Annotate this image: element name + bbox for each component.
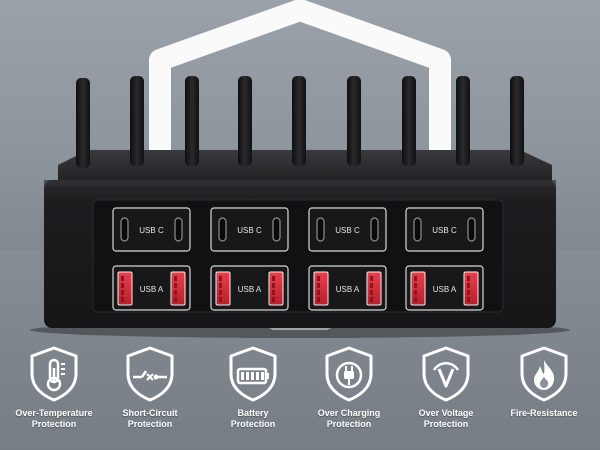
usb-a-pin <box>370 283 373 288</box>
feature-label-line1: Over Voltage <box>418 408 474 418</box>
usb-c-module <box>112 207 191 252</box>
feature-label-line1: Over Charging <box>317 408 381 418</box>
usb-a-pin <box>174 276 177 281</box>
usb-a-label: USB A <box>238 285 262 294</box>
voltage-shield-icon <box>422 346 470 402</box>
usb-c-port <box>370 217 379 242</box>
usb-a-pin <box>317 297 320 302</box>
usb-a-port <box>410 271 426 306</box>
usb-a-pin <box>219 276 222 281</box>
divider-slat <box>292 76 306 166</box>
usb-a-pin <box>370 290 373 295</box>
usb-c-port <box>316 217 325 242</box>
usb-a-port <box>170 271 186 306</box>
usb-a-pin <box>272 297 275 302</box>
usb-c-label: USB C <box>237 226 262 235</box>
usb-c-port <box>120 217 129 242</box>
usb-a-port <box>463 271 479 306</box>
divider-slat <box>238 76 252 166</box>
feature-icons-row: Over-Temperature Protection Short-Circui… <box>0 344 600 450</box>
usb-a-pin <box>121 297 124 302</box>
flame-shield-icon <box>520 346 568 402</box>
usb-c-port <box>218 217 227 242</box>
feature-battery: Battery Protection <box>203 344 303 430</box>
usb-a-port <box>215 271 231 306</box>
usb-c-module <box>210 207 289 252</box>
divider-slat <box>347 76 361 166</box>
feature-short-circuit: Short-Circuit Protection <box>100 344 200 430</box>
usb-a-label: USB A <box>336 285 360 294</box>
circuit-shield-icon <box>126 346 174 402</box>
usb-a-pin <box>219 283 222 288</box>
usb-a-pin <box>414 290 417 295</box>
usb-a-port <box>268 271 284 306</box>
feature-label-line2: Protection <box>423 419 469 429</box>
usb-a-pin <box>272 290 275 295</box>
charging-station: USB C USB A USB C USB A USB C USB A USB C USB A <box>30 76 570 338</box>
usb-c-module <box>308 207 387 252</box>
usb-a-pin <box>317 283 320 288</box>
feature-over-charging: Over Charging Protection <box>299 344 399 430</box>
usb-c-port <box>413 217 422 242</box>
usb-a-pin <box>219 290 222 295</box>
battery-shield-icon <box>229 346 277 402</box>
usb-a-pin <box>317 276 320 281</box>
device-dividers <box>76 76 524 168</box>
usb-a-pin <box>174 290 177 295</box>
feature-label-line1: Fire-Resistance <box>510 408 578 418</box>
usb-a-pin <box>272 283 275 288</box>
feature-label-line2: Protection <box>127 419 173 429</box>
usb-a-port <box>366 271 382 306</box>
usb-a-pin <box>467 297 470 302</box>
usb-a-pin <box>317 290 320 295</box>
divider-slat <box>456 76 470 166</box>
usb-a-pin <box>121 283 124 288</box>
usb-c-label: USB C <box>139 226 164 235</box>
feature-label-line2: Protection <box>31 419 77 429</box>
feature-label-line2: Protection <box>326 419 372 429</box>
divider-slat <box>130 76 144 166</box>
usb-a-pin <box>121 290 124 295</box>
divider-slat <box>402 76 416 166</box>
usb-a-pin <box>370 297 373 302</box>
feature-label-line1: Short-Circuit <box>122 408 178 418</box>
usb-a-pin <box>467 276 470 281</box>
usb-c-port <box>272 217 281 242</box>
usb-a-port <box>117 271 133 306</box>
usb-a-label: USB A <box>140 285 164 294</box>
thermometer-shield-icon <box>30 346 78 402</box>
usb-a-pin <box>414 297 417 302</box>
feature-over-temperature: Over-Temperature Protection <box>4 344 104 430</box>
divider-slat <box>510 76 524 166</box>
usb-a-pin <box>272 276 275 281</box>
usb-c-label: USB C <box>432 226 457 235</box>
feature-label-line1: Battery <box>237 408 269 418</box>
top-plate <box>58 150 552 182</box>
feature-over-voltage: Over Voltage Protection <box>396 344 496 430</box>
divider-slat <box>76 78 90 168</box>
plug-shield-icon <box>325 346 373 402</box>
feature-label-line1: Over-Temperature <box>15 408 93 418</box>
usb-a-pin <box>219 297 222 302</box>
usb-a-pin <box>174 283 177 288</box>
feature-fire-resistance: Fire-Resistance <box>494 344 594 419</box>
usb-a-port <box>313 271 329 306</box>
usb-a-pin <box>467 290 470 295</box>
usb-a-pin <box>414 276 417 281</box>
usb-c-port <box>174 217 183 242</box>
usb-a-pin <box>414 283 417 288</box>
usb-a-pin <box>370 276 373 281</box>
feature-label-line2: Protection <box>230 419 276 429</box>
usb-c-label: USB C <box>335 226 360 235</box>
usb-a-pin <box>121 276 124 281</box>
usb-c-port <box>467 217 476 242</box>
usb-a-label: USB A <box>433 285 457 294</box>
port-panel: USB C USB A USB C USB A USB C USB A USB C USB A <box>112 207 484 311</box>
usb-a-pin <box>174 297 177 302</box>
divider-slat <box>185 76 199 166</box>
usb-c-module <box>405 207 484 252</box>
usb-a-pin <box>467 283 470 288</box>
